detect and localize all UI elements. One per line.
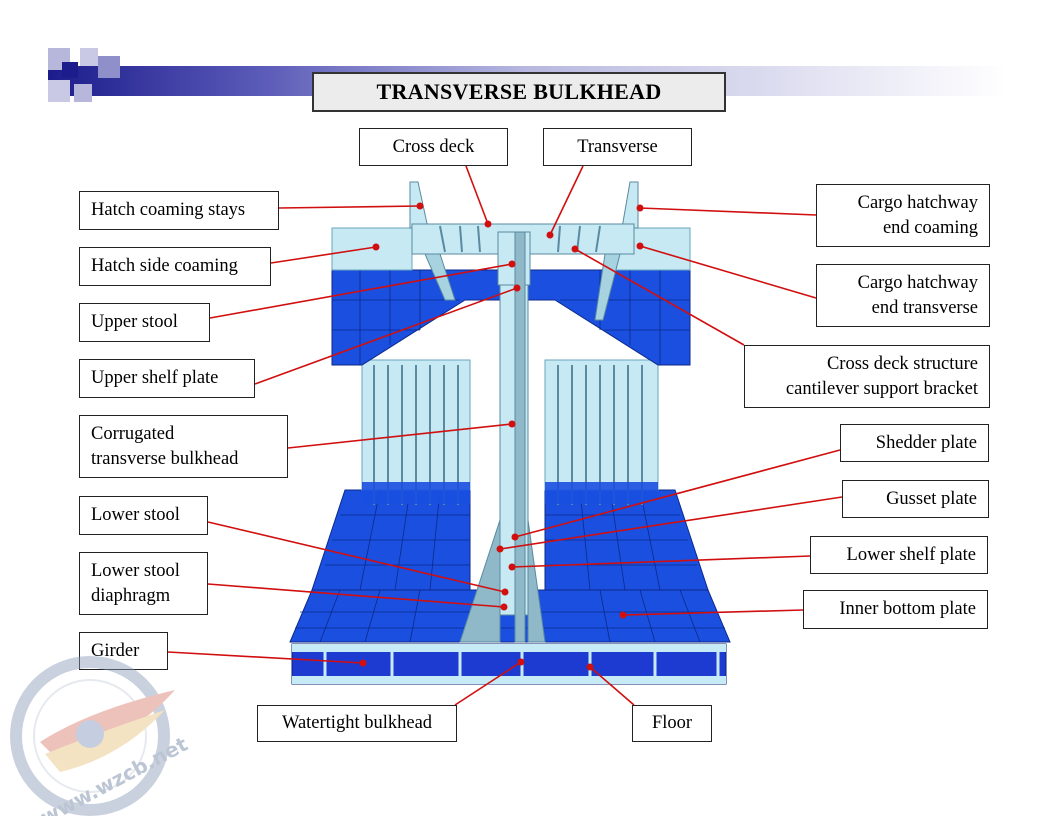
logo-square-3: [80, 48, 98, 66]
end-coaming-right: [621, 181, 639, 229]
label-watertight-bulkhead: Watertight bulkhead: [257, 705, 457, 742]
mid-band-right: [545, 482, 658, 504]
double-bottom-top-band: [292, 644, 726, 652]
cross-deck-brackets: [439, 225, 601, 253]
leader-dots: [359, 202, 644, 671]
label-hatch-side-coaming: Hatch side coaming: [79, 247, 271, 286]
label-lower-stool: Lower stool: [79, 496, 208, 535]
upper-wing-grid: [332, 270, 690, 365]
label-upper-stool: Upper stool: [79, 303, 210, 342]
logo-square-2: [62, 62, 78, 78]
logo-square-4: [98, 56, 120, 78]
leader-lines: [167, 165, 843, 706]
label-upper-shelf-plate: Upper shelf plate: [79, 359, 255, 398]
corrugated-core: [514, 231, 526, 643]
lower-stool-right: [527, 519, 546, 643]
logo-square-5: [48, 80, 70, 102]
label-hatch-coaming-stays: Hatch coaming stays: [79, 191, 279, 230]
hatch-side-coaming-left: [331, 227, 413, 271]
label-floor: Floor: [632, 705, 712, 742]
mid-band-left: [362, 482, 470, 504]
label-inner-bottom-plate: Inner bottom plate: [803, 590, 988, 629]
page-title: TRANSVERSE BULKHEAD: [312, 72, 726, 112]
upper-wing-left: [331, 269, 501, 366]
logo-square-6: [74, 84, 92, 102]
label-lower-shelf-plate: Lower shelf plate: [810, 536, 988, 574]
label-girder: Girder: [79, 632, 168, 670]
label-transverse: Transverse: [543, 128, 692, 166]
label-gusset-plate: Gusset plate: [842, 480, 989, 518]
label-shedder-plate: Shedder plate: [840, 424, 989, 462]
lower-stool-left: [459, 519, 501, 643]
double-bottom-bottom-band: [292, 676, 726, 684]
label-cross-deck: Cross deck: [359, 128, 508, 166]
mid-shell-right: [544, 359, 659, 491]
watermark-seal: www.wzcb.net: [10, 656, 192, 816]
